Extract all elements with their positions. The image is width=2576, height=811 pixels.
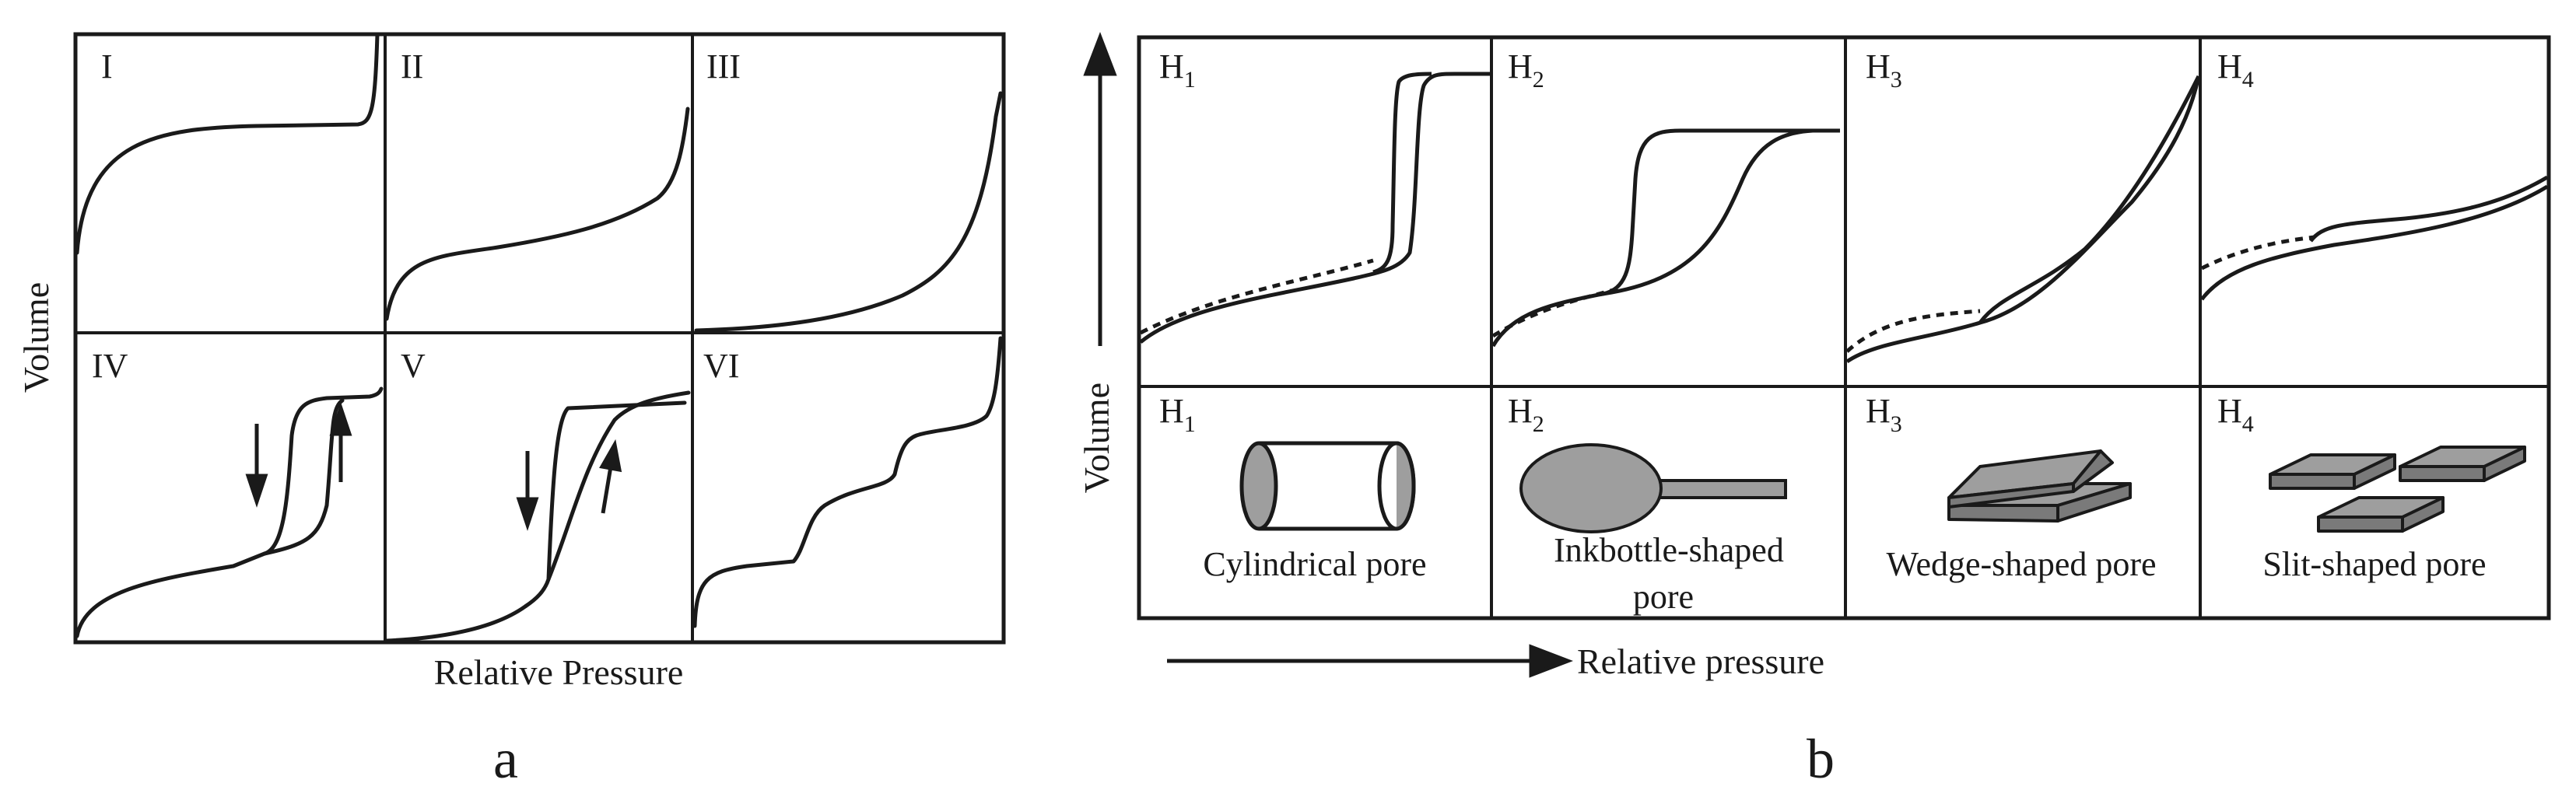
hysteresis-label-H1: H1 bbox=[1159, 47, 1196, 93]
panel-a: I II III IV V VI Volume Rela bbox=[16, 32, 1006, 790]
wedge-pore-icon bbox=[1947, 449, 2132, 523]
H2-loop-adsorption bbox=[1491, 128, 1840, 348]
panel-a-x-axis-label: Relative Pressure bbox=[434, 652, 684, 692]
pore-caption-H2-line2: pore bbox=[1633, 578, 1694, 616]
panel-b-label: b bbox=[1807, 728, 1835, 790]
pore-label-H1: H1 bbox=[1159, 392, 1196, 437]
H1-loop-adsorption bbox=[1139, 72, 1490, 344]
panel-b-y-axis-label: Volume bbox=[1077, 383, 1116, 493]
H1-loop-desorption bbox=[1372, 72, 1432, 274]
cell-label-IV: IV bbox=[92, 347, 128, 385]
up-arrow-V bbox=[601, 466, 613, 514]
panel-a-y-axis-label: Volume bbox=[16, 282, 56, 393]
H3-loop-desorption bbox=[1978, 75, 2201, 324]
H2-loop-desorption bbox=[1602, 128, 1814, 296]
isotherm-V-desorption bbox=[546, 390, 691, 582]
hysteresis-label-H3: H3 bbox=[1866, 47, 1902, 93]
slit-pore-icon bbox=[2269, 446, 2526, 533]
pore-caption-H4: Slit-shaped pore bbox=[2262, 545, 2486, 583]
pore-label-H4: H4 bbox=[2217, 392, 2254, 437]
isotherm-II-curve bbox=[384, 107, 690, 321]
up-arrow-V-head bbox=[599, 439, 622, 473]
isotherm-V-adsorption bbox=[384, 400, 687, 643]
hysteresis-label-H4: H4 bbox=[2217, 47, 2254, 93]
panel-b-x-arrow-head bbox=[1529, 644, 1573, 678]
hysteresis-label-H2: H2 bbox=[1508, 47, 1544, 93]
pore-label-H3: H3 bbox=[1866, 392, 1902, 437]
down-arrow-V-head bbox=[516, 497, 539, 531]
H2-dashed-branch bbox=[1491, 285, 1623, 338]
H3-dashed-branch bbox=[1845, 309, 1981, 353]
down-arrow-IV-head bbox=[245, 474, 268, 508]
H3-loop-adsorption bbox=[1845, 75, 2201, 364]
cell-label-V: V bbox=[401, 347, 426, 385]
pore-caption-H1: Cylindrical pore bbox=[1203, 545, 1426, 583]
isotherm-IV-desorption bbox=[262, 398, 345, 556]
cell-label-III: III bbox=[706, 47, 741, 86]
up-arrow-IV-head bbox=[329, 402, 352, 436]
panel-b: H1 H2 H3 H4 H1 H2 H3 H4 bbox=[1077, 32, 2551, 790]
panel-b-y-arrow-head bbox=[1083, 32, 1117, 76]
cylindrical-pore-icon bbox=[1239, 441, 1416, 531]
panel-a-frame bbox=[73, 32, 1006, 645]
H1-dashed-branch bbox=[1139, 258, 1374, 335]
cell-label-VI: VI bbox=[703, 347, 739, 385]
inkbottle-pore-icon bbox=[1519, 443, 1787, 533]
pore-caption-H2-line1: Inkbottle-shaped bbox=[1554, 531, 1784, 569]
isotherm-I-curve bbox=[75, 32, 380, 255]
cell-label-I: I bbox=[101, 47, 113, 86]
isotherm-III-curve bbox=[694, 91, 1003, 333]
cell-label-II: II bbox=[401, 47, 423, 86]
panel-a-label: a bbox=[493, 728, 518, 790]
H4-dashed-branch bbox=[2200, 235, 2315, 271]
H4-loop-desorption bbox=[2309, 175, 2549, 243]
isotherm-IV-adsorption bbox=[75, 386, 384, 638]
pore-caption-H3: Wedge-shaped pore bbox=[1886, 545, 2156, 583]
H4-loop-adsorption bbox=[2200, 184, 2549, 301]
panel-b-x-axis-label: Relative pressure bbox=[1577, 641, 1824, 681]
pore-label-H2: H2 bbox=[1508, 392, 1544, 437]
isotherm-VI-curve bbox=[692, 336, 1003, 628]
